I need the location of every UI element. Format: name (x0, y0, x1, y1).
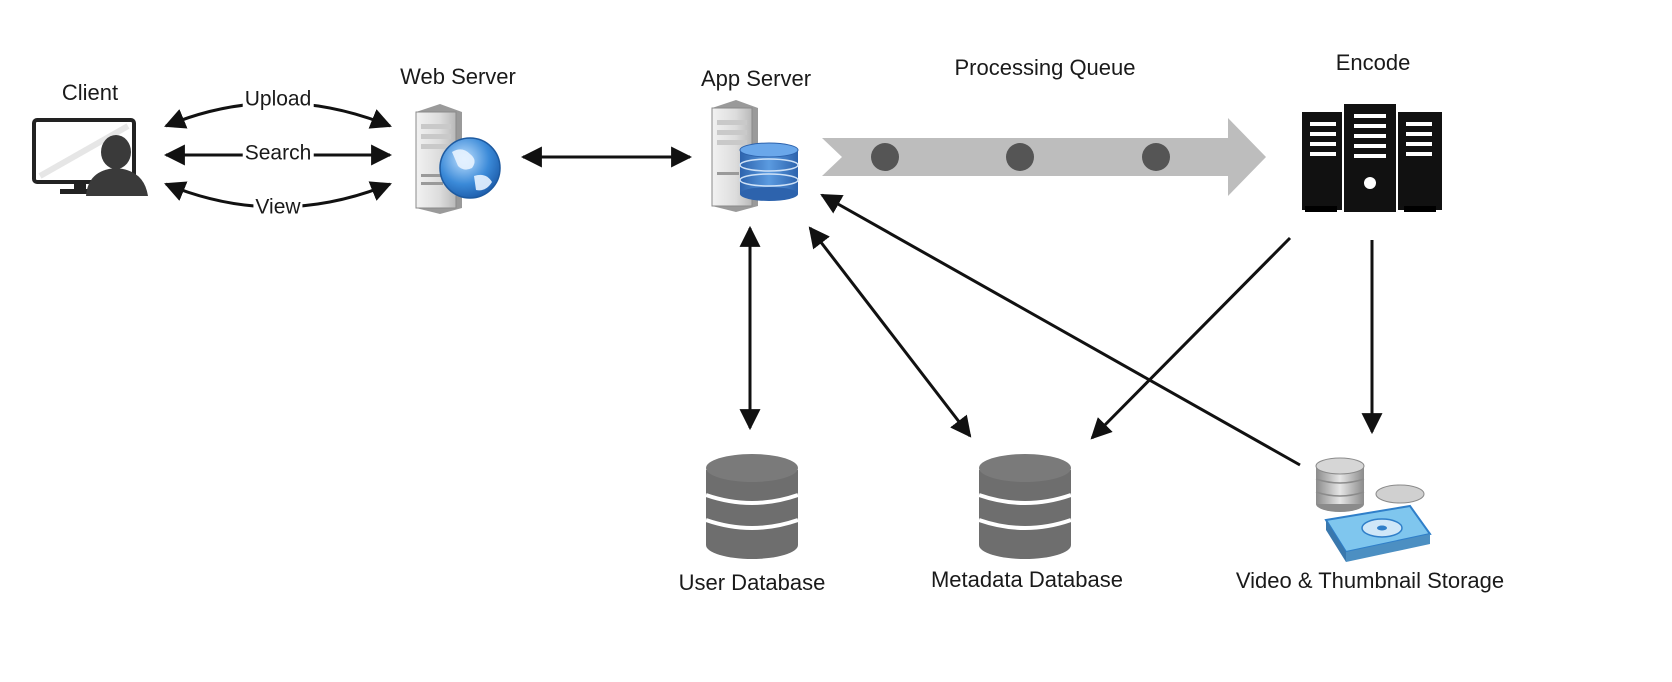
encode-label: Encode (1335, 50, 1411, 75)
app-server-label: App Server (700, 66, 812, 91)
metadata-database-icon (978, 454, 1072, 559)
view-label: View (253, 195, 303, 219)
globe-icon (439, 137, 501, 199)
user-icon (86, 135, 148, 196)
processing-queue-label: Processing Queue (954, 55, 1136, 80)
video-storage-label: Video & Thumbnail Storage (1235, 568, 1505, 593)
client-icon (32, 118, 148, 196)
app-server-icon (711, 100, 799, 212)
queue-item (1142, 143, 1170, 171)
user-database-icon (705, 454, 799, 559)
hard-drive-icon (1324, 504, 1432, 562)
storage-icon (1315, 457, 1432, 562)
storage-app-arrow (820, 193, 1301, 467)
app-database-icon (739, 142, 799, 201)
user-database-label: User Database (678, 570, 826, 595)
client-label: Client (61, 80, 119, 105)
upload-label: Upload (242, 87, 314, 111)
web-server-icon (415, 104, 501, 214)
web-server-label: Web Server (400, 64, 516, 89)
processing-queue-icon (822, 118, 1266, 196)
encode-metadata-arrow (1090, 236, 1292, 440)
app-metadata-arrow (808, 226, 972, 438)
search-label: Search (242, 141, 314, 165)
metadata-database-label: Metadata Database (930, 567, 1124, 592)
queue-item (871, 143, 899, 171)
queue-item (1006, 143, 1034, 171)
encode-server-rack-icon (1302, 104, 1442, 212)
